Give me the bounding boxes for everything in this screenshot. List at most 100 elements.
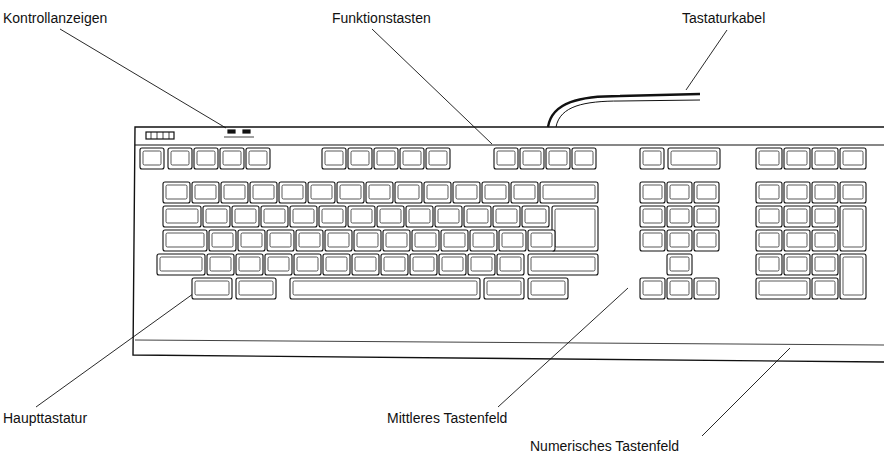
key bbox=[279, 182, 306, 203]
keyboard-front-edge bbox=[135, 340, 884, 345]
key-top bbox=[253, 185, 274, 199]
key bbox=[667, 254, 692, 275]
key bbox=[381, 254, 408, 275]
key bbox=[640, 182, 665, 203]
key bbox=[246, 148, 270, 169]
key-top bbox=[759, 281, 807, 295]
indicator-light bbox=[228, 130, 235, 133]
key bbox=[812, 230, 838, 251]
key bbox=[784, 230, 810, 251]
key bbox=[453, 182, 480, 203]
key bbox=[265, 254, 292, 275]
key-top bbox=[575, 151, 593, 165]
key bbox=[511, 182, 538, 203]
key bbox=[323, 254, 350, 275]
key bbox=[812, 148, 838, 169]
key-top bbox=[787, 233, 807, 247]
key-top bbox=[160, 257, 202, 271]
keyboard-cable bbox=[556, 100, 700, 127]
callout-label: Funktionstasten bbox=[332, 10, 431, 27]
key-top bbox=[369, 185, 390, 199]
key bbox=[784, 254, 810, 275]
key bbox=[528, 254, 598, 275]
key bbox=[194, 148, 218, 169]
key-top bbox=[249, 151, 267, 165]
key-top bbox=[843, 257, 863, 295]
key bbox=[694, 278, 719, 299]
key bbox=[640, 206, 665, 227]
key-top bbox=[293, 281, 477, 295]
key bbox=[374, 148, 398, 169]
key bbox=[667, 182, 692, 203]
key-top bbox=[759, 257, 779, 271]
key bbox=[406, 206, 433, 227]
key-top bbox=[670, 281, 689, 295]
key-top bbox=[697, 209, 716, 223]
key bbox=[209, 230, 236, 251]
key-top bbox=[815, 151, 835, 165]
key-top bbox=[270, 233, 291, 247]
key bbox=[163, 230, 207, 251]
key-top bbox=[429, 151, 447, 165]
key-top bbox=[843, 185, 863, 199]
key-top bbox=[531, 257, 595, 271]
logo bbox=[146, 132, 174, 139]
key-top bbox=[487, 281, 521, 295]
key-top bbox=[531, 233, 552, 247]
key-top bbox=[166, 233, 204, 247]
key-top bbox=[210, 257, 231, 271]
key-top bbox=[815, 281, 835, 295]
key-top bbox=[197, 151, 215, 165]
key bbox=[694, 182, 719, 203]
key bbox=[352, 254, 379, 275]
key bbox=[840, 148, 866, 169]
key-top bbox=[340, 185, 361, 199]
key-top bbox=[415, 233, 436, 247]
key-top bbox=[311, 185, 332, 199]
key-top bbox=[166, 185, 187, 199]
key-top bbox=[531, 281, 565, 295]
key-top bbox=[224, 185, 245, 199]
callout-label: Numerisches Tastenfeld bbox=[530, 438, 679, 455]
key-top bbox=[843, 151, 863, 165]
key-top bbox=[502, 233, 523, 247]
key-top bbox=[268, 257, 289, 271]
key-top bbox=[496, 209, 517, 223]
key bbox=[756, 206, 782, 227]
key-top bbox=[697, 281, 716, 295]
key bbox=[494, 148, 518, 169]
keyboard-cable bbox=[548, 94, 700, 127]
key-top bbox=[471, 257, 492, 271]
key bbox=[192, 278, 232, 299]
key-top bbox=[351, 151, 369, 165]
key bbox=[395, 182, 422, 203]
key-top bbox=[427, 185, 448, 199]
key-top bbox=[409, 209, 430, 223]
key bbox=[325, 230, 352, 251]
key-top bbox=[442, 257, 463, 271]
key bbox=[540, 182, 598, 203]
key-top bbox=[413, 257, 434, 271]
key bbox=[482, 182, 509, 203]
key-top bbox=[671, 151, 717, 165]
key bbox=[296, 230, 323, 251]
key-top bbox=[485, 185, 506, 199]
key bbox=[410, 254, 437, 275]
key bbox=[207, 254, 234, 275]
key bbox=[424, 182, 451, 203]
key bbox=[322, 148, 346, 169]
key-top bbox=[299, 233, 320, 247]
key bbox=[400, 148, 424, 169]
key-top bbox=[398, 185, 419, 199]
key bbox=[667, 206, 692, 227]
key bbox=[528, 278, 568, 299]
key-top bbox=[497, 151, 515, 165]
key bbox=[163, 206, 201, 227]
key-top bbox=[643, 185, 662, 199]
key bbox=[232, 206, 259, 227]
key bbox=[528, 230, 555, 251]
key-top bbox=[759, 233, 779, 247]
key-top bbox=[351, 209, 372, 223]
key bbox=[366, 182, 393, 203]
key-top bbox=[380, 209, 401, 223]
